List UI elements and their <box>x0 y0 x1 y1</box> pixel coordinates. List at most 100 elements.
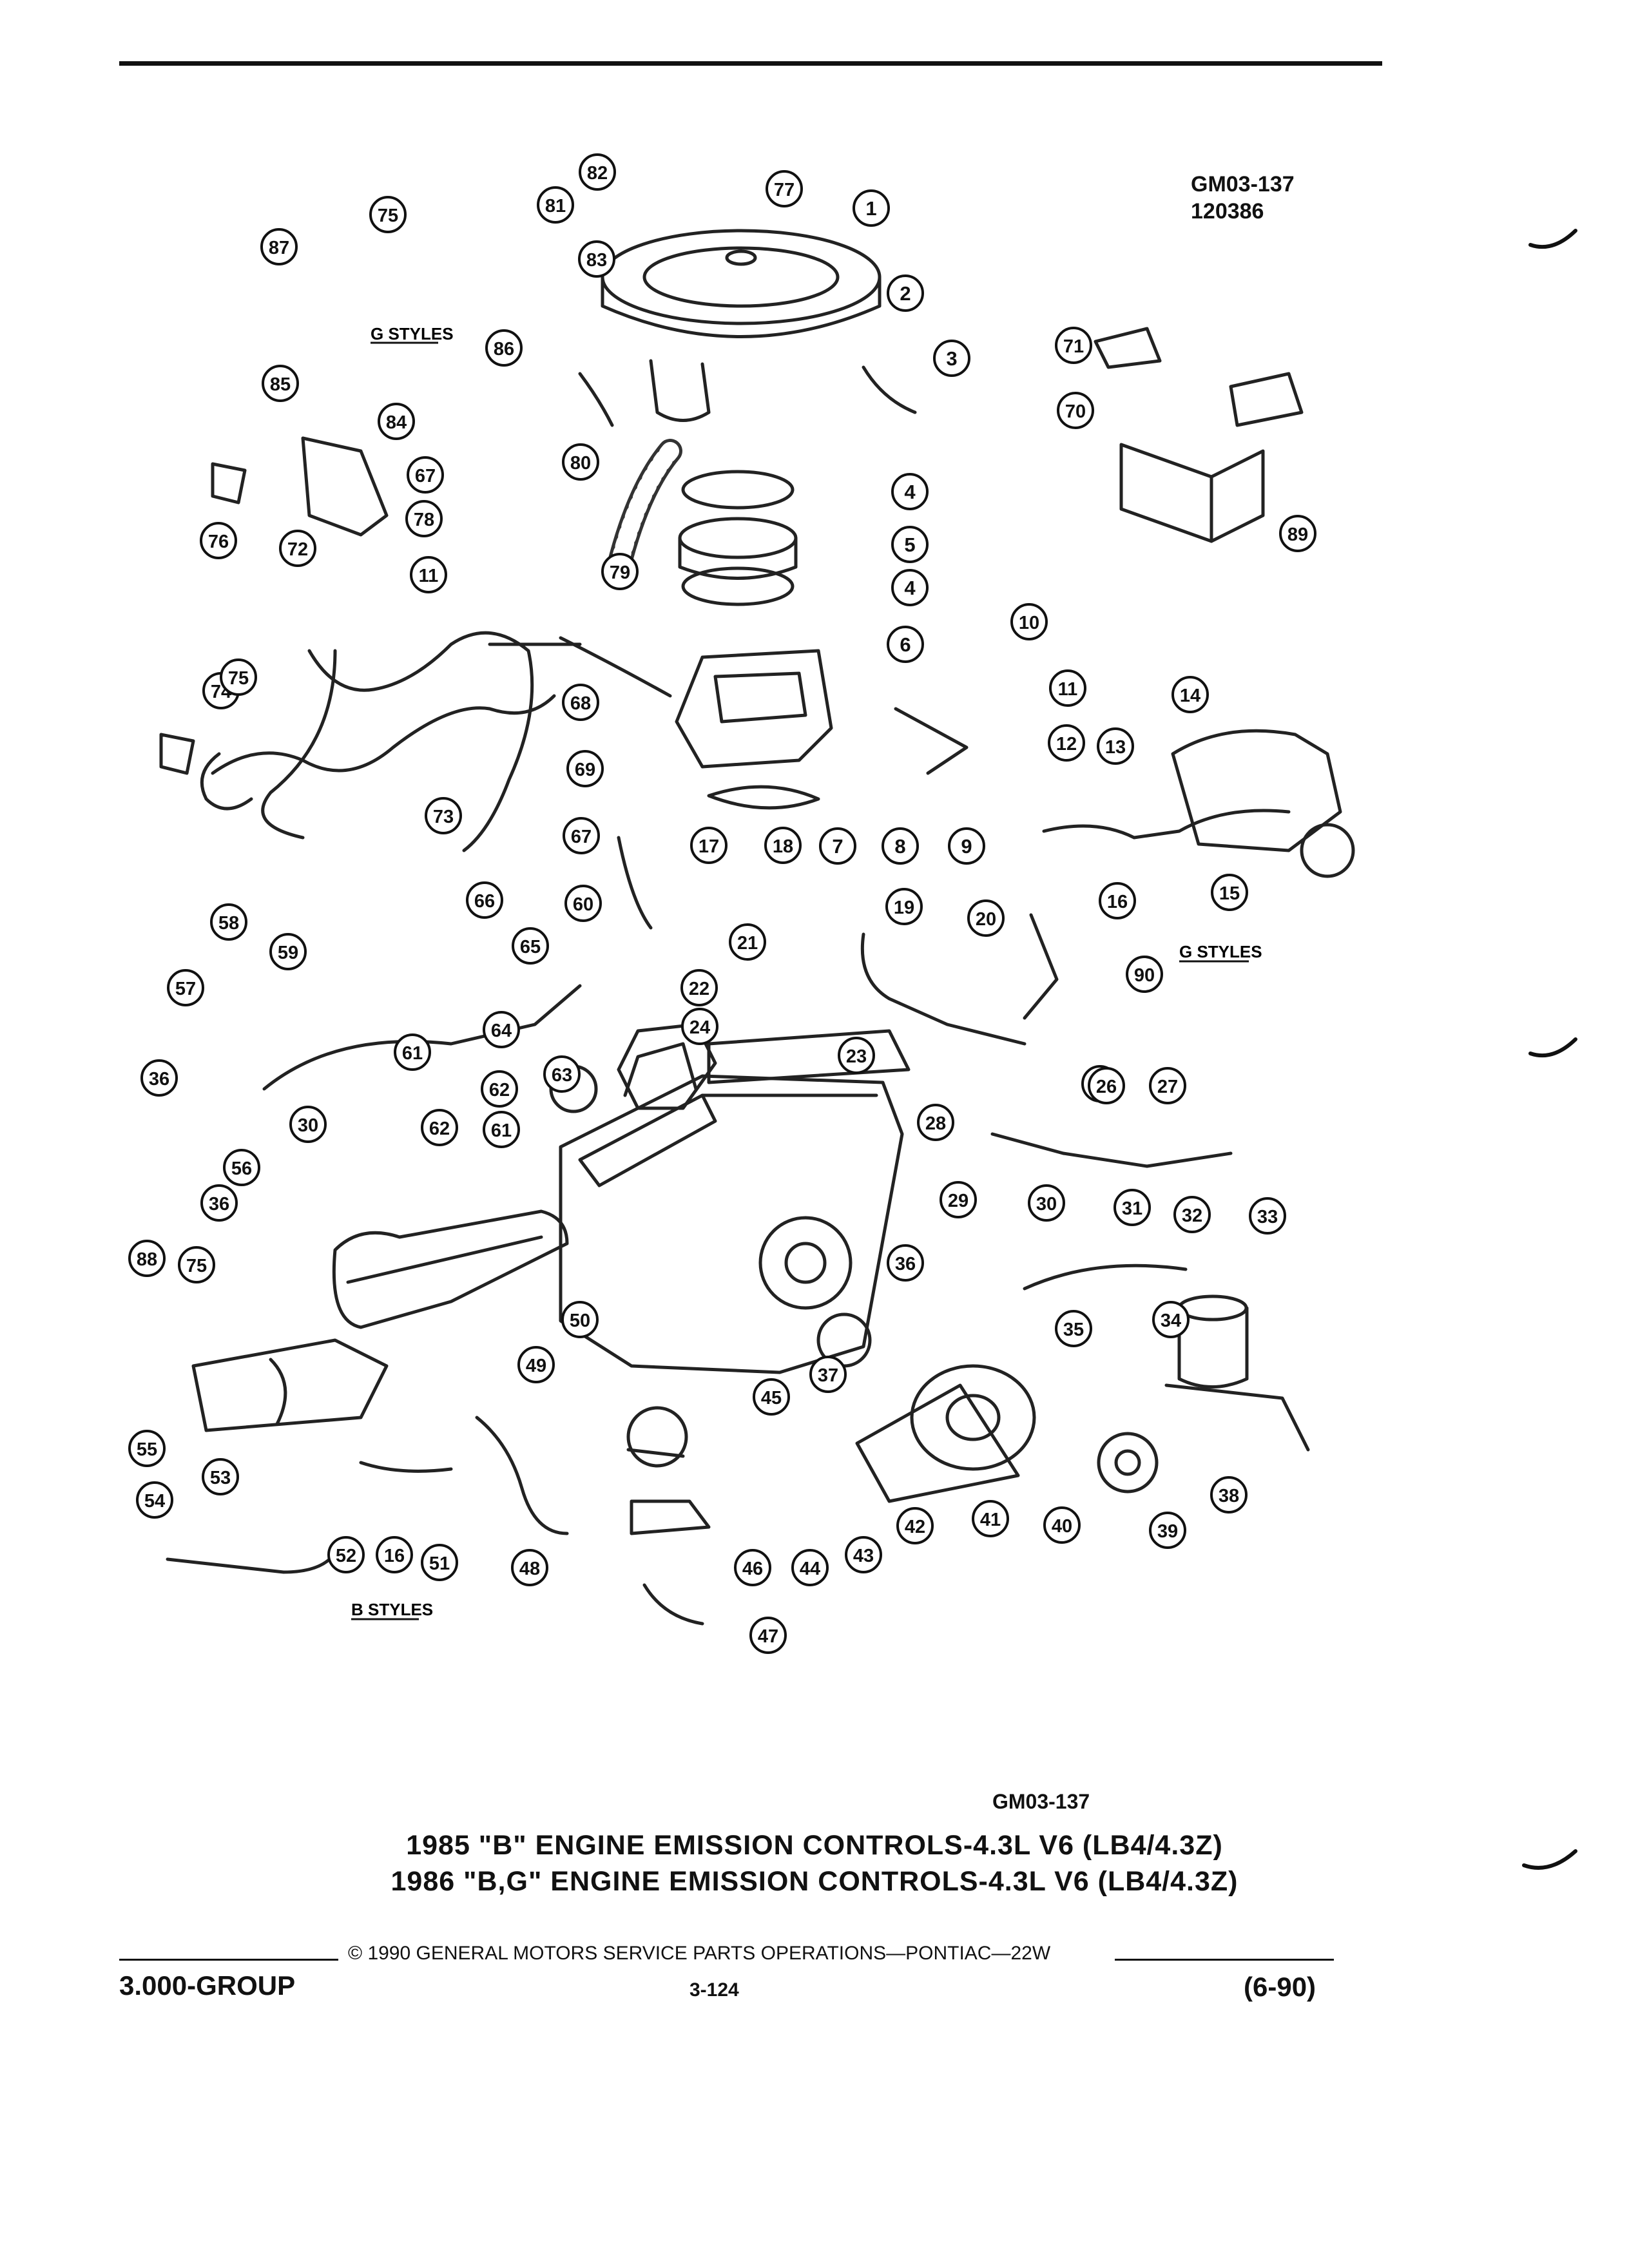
callout-42: 42 <box>896 1507 934 1544</box>
callout-number: 72 <box>287 539 308 560</box>
callout-circle <box>210 903 247 941</box>
margin-tick-mark-3 <box>1522 1849 1577 1870</box>
callout-circle <box>561 1301 599 1338</box>
callout-26: 26 <box>1088 1067 1125 1104</box>
callout-64: 64 <box>483 1011 520 1048</box>
callout-circle <box>262 365 299 402</box>
callout-34: 34 <box>1152 1301 1190 1338</box>
callout-57: 57 <box>167 969 204 1006</box>
callout-35: 35 <box>1055 1310 1092 1347</box>
callout-75: 75 <box>369 196 407 233</box>
ecm-drawing <box>1094 327 1304 543</box>
callout-number: 28 <box>925 1113 946 1134</box>
callout-39: 39 <box>1149 1512 1186 1549</box>
callout-circle <box>260 228 298 265</box>
callout-circle <box>729 923 766 961</box>
callout-number: 83 <box>586 250 607 271</box>
callout-number: 82 <box>587 163 608 184</box>
callout-circle <box>764 827 802 864</box>
callout-87: 87 <box>260 228 298 265</box>
callout-circle <box>819 827 856 865</box>
callout-circle <box>1126 956 1163 993</box>
callout-circle <box>421 1109 458 1146</box>
engine-block-drawing <box>559 1029 911 1374</box>
callout-number: 52 <box>336 1546 356 1566</box>
callout-circle <box>1088 1067 1125 1104</box>
figure-code-top: GM03-137 <box>1191 172 1295 197</box>
callout-circle <box>128 1430 166 1467</box>
callout-number: 1 <box>865 197 876 220</box>
callout-number: 63 <box>552 1065 572 1086</box>
figure-code-bottom: GM03-137 <box>992 1790 1090 1813</box>
callout-circle <box>1149 1512 1186 1549</box>
copyright-notice: © 1990 GENERAL MOTORS SERVICE PARTS OPER… <box>348 1943 1051 1964</box>
brackets-drawing <box>159 436 389 775</box>
callout-number: 62 <box>489 1080 510 1100</box>
callout-9: 9 <box>948 827 985 865</box>
callout-circle <box>579 153 616 191</box>
callout-number: 37 <box>818 1365 838 1386</box>
callout-number: 44 <box>800 1559 820 1579</box>
callout-circle <box>512 927 549 965</box>
callout-circle <box>566 750 604 787</box>
callout-circle <box>1010 603 1048 640</box>
callout-number: 46 <box>742 1559 763 1579</box>
callout-number: 62 <box>429 1119 450 1139</box>
evap-canister-drawing <box>1164 1294 1310 1452</box>
callout-number: 22 <box>689 979 709 999</box>
callout-12: 12 <box>1048 724 1085 762</box>
callout-86: 86 <box>485 329 523 367</box>
callout-circle <box>140 1059 178 1097</box>
callout-circle <box>483 1011 520 1048</box>
caption-line-1: 1985 "B" ENGINE EMISSION CONTROLS-4.3L V… <box>406 1830 1223 1861</box>
callout-22: 22 <box>680 969 718 1006</box>
callout-circle <box>1113 1189 1151 1226</box>
callout-1: 1 <box>853 189 890 227</box>
air-filter-drawing <box>678 470 798 606</box>
callout-number: 7 <box>832 835 843 858</box>
callout-number: 89 <box>1287 524 1308 545</box>
callout-circle <box>378 403 415 440</box>
callout-17: 17 <box>690 827 728 864</box>
callout-82: 82 <box>579 153 616 191</box>
callout-number: 39 <box>1157 1521 1178 1542</box>
callout-61: 61 <box>394 1033 431 1071</box>
callout-19: 19 <box>885 888 923 925</box>
callout-58: 58 <box>210 903 247 941</box>
callout-circle <box>136 1481 173 1519</box>
callout-circle <box>809 1356 847 1393</box>
callout-circle <box>578 240 615 278</box>
callout-number: 23 <box>846 1046 867 1067</box>
callout-number: 3 <box>946 347 957 370</box>
callout-76: 76 <box>200 522 237 559</box>
callout-number: 34 <box>1161 1311 1181 1331</box>
callout-79: 79 <box>601 553 639 590</box>
callout-number: 41 <box>980 1510 1001 1530</box>
egr-valve-drawing <box>626 1406 711 1535</box>
callout-number: 47 <box>758 1626 778 1647</box>
callout-circle <box>483 1111 520 1148</box>
callout-number: 17 <box>699 836 719 857</box>
callout-61: 61 <box>483 1111 520 1148</box>
callout-number: 69 <box>575 760 595 780</box>
callout-number: 4 <box>904 481 916 503</box>
callout-43: 43 <box>845 1536 882 1573</box>
callout-number: 60 <box>573 894 593 915</box>
callout-circle <box>1049 669 1086 707</box>
callout-number: 16 <box>384 1546 405 1566</box>
callout-number: 36 <box>895 1254 916 1274</box>
callout-number: 19 <box>894 898 914 918</box>
callout-circle <box>543 1055 581 1093</box>
callout-number: 32 <box>1182 1206 1202 1226</box>
callout-circle <box>948 827 985 865</box>
callout-number: 51 <box>429 1553 450 1574</box>
callout-number: 49 <box>526 1356 546 1376</box>
callout-circle <box>405 500 443 537</box>
footer-rule-left <box>119 1959 338 1961</box>
callout-number: 77 <box>774 180 795 200</box>
callout-circle <box>753 1378 790 1416</box>
callout-53: 53 <box>202 1458 239 1495</box>
callout-88: 88 <box>128 1240 166 1277</box>
callout-number: 55 <box>137 1439 157 1460</box>
callout-circle <box>887 626 924 663</box>
